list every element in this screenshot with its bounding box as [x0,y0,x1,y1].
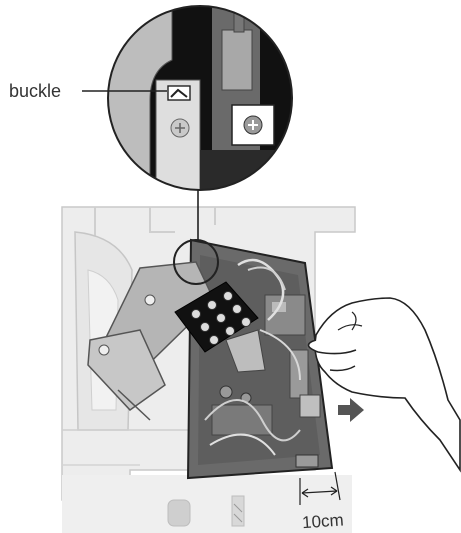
screw-icon [244,116,262,134]
magnified-view [100,0,300,200]
arrow-right-icon [338,398,364,422]
hand-illustration [308,298,460,470]
buckle-label: buckle [9,81,61,101]
distance-label: 10cm [301,510,344,532]
screw-icon [171,119,189,137]
